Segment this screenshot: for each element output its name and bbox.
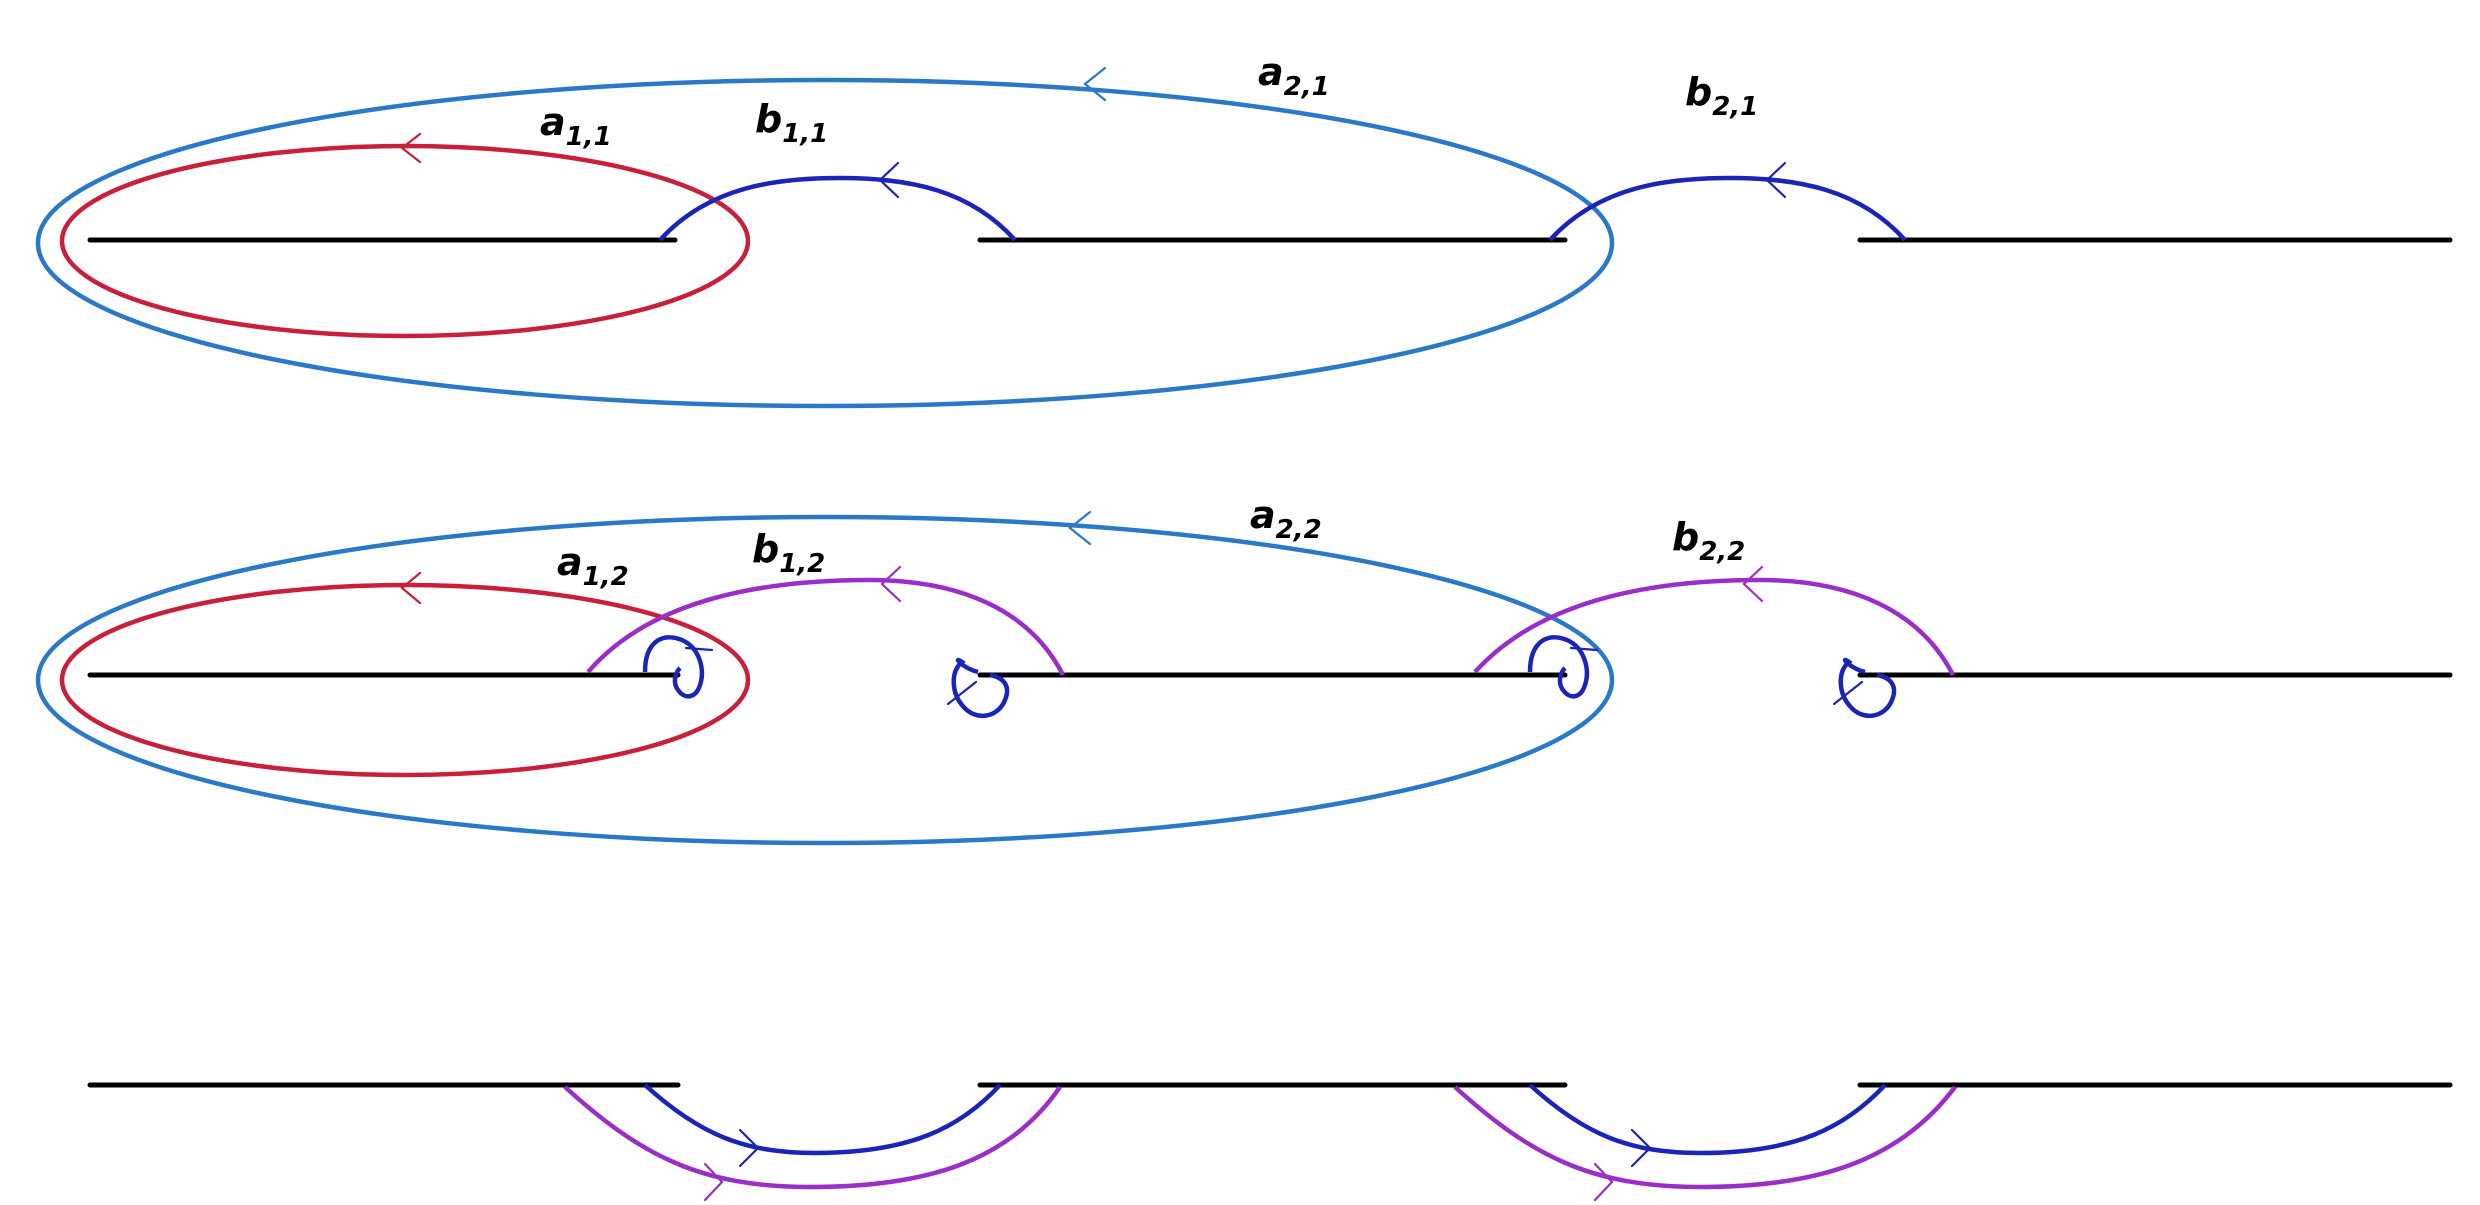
label-a11: a1,1 (540, 100, 612, 152)
arrow-lower (703, 1162, 724, 1202)
panel-3 (87, 1082, 2453, 1202)
lower-arc-blue (643, 1083, 1002, 1156)
cycle-a12 (59, 582, 751, 778)
arrow-b21 (1765, 161, 1787, 199)
cycle-b21 (1548, 175, 1907, 242)
arrow-b11 (878, 161, 900, 199)
loop-tick (684, 646, 714, 652)
lower-arc-purple (1453, 1085, 1957, 1190)
label-b22: b2,2 (1672, 515, 1745, 567)
lower-arc-purple (563, 1085, 1062, 1190)
lower-arc-blue (1528, 1083, 1887, 1156)
panel-1: a1,1 b1,1 a2,1 b2,1 (35, 50, 2453, 409)
label-a21: a2,1 (1258, 50, 1330, 102)
arrow-a11 (400, 132, 422, 164)
cycle-a22 (35, 514, 1615, 846)
loop-tick (1832, 680, 1864, 706)
cycle-b22 (1473, 577, 1956, 677)
arrow-lower (1593, 1162, 1614, 1202)
panel-2: a1,2 b1,2 a2,2 b2,2 (35, 493, 2453, 846)
arrow-b12 (880, 565, 902, 603)
branch-loop (1527, 635, 1590, 699)
arrow-b22 (1742, 565, 1764, 603)
arrow-lower (1630, 1128, 1652, 1168)
branch-loop (1838, 657, 1897, 719)
label-b21: b2,1 (1685, 70, 1758, 122)
loop-tick (1569, 646, 1599, 652)
cycle-b11 (658, 175, 1017, 242)
label-a12: a1,2 (557, 540, 629, 592)
arrow-lower (738, 1128, 760, 1168)
arrow-a22 (1068, 510, 1092, 546)
loop-tick (946, 680, 978, 706)
label-b11: b1,1 (755, 97, 828, 149)
arrow-a21 (1083, 66, 1107, 102)
label-b12: b1,2 (752, 527, 825, 579)
branch-loop (642, 635, 705, 699)
label-a22: a2,2 (1250, 493, 1322, 545)
branch-loop (951, 657, 1010, 719)
cycle-b12 (586, 577, 1066, 677)
cycle-a21 (35, 77, 1615, 409)
arrow-a12 (400, 571, 422, 605)
